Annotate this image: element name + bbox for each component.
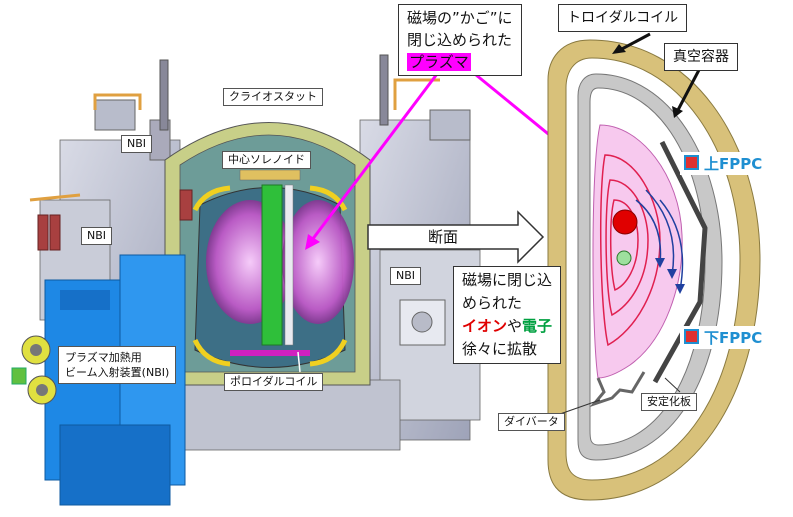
lower-fppc-marker [684,329,699,344]
central-solenoid-label: 中心ソレノイド [222,151,311,169]
lower-fppc-label: 下FPPC [680,326,767,349]
cryostat-label: クライオスタット [223,88,323,106]
nbi-device-line1: プラズマ加熱用 [65,351,142,364]
diffusion-callout: 磁場に閉じ込 められた イオンや電子 徐々に拡散 [453,266,562,364]
nbi-device-line2: ビーム入射装置(NBI) [65,366,170,379]
plasma-cage-callout: 磁場の”かご”に 閉じ込められた プラズマ [398,4,522,76]
and-text: や [507,317,523,335]
cross-section-arrow [367,210,545,264]
ions-text: イオン [462,317,508,335]
cross-section-diagram [547,32,761,501]
nbi-label-1: NBI [121,135,153,153]
lower-fppc-text: 下FPPC [704,329,763,347]
nbi-device-label: プラズマ加熱用 ビーム入射装置(NBI) [58,346,177,384]
electron-dot [616,250,632,266]
confined-line1: 磁場に閉じ込 [462,271,553,289]
upper-fppc-text: 上FPPC [704,155,763,173]
nbi-label-3: NBI [390,267,422,285]
poloidal-coil-label: ポロイダルコイル [224,373,324,391]
confined-line2: められた [462,294,523,312]
cross-section-label: 断面 [428,228,459,246]
diffusion-text: 徐々に拡散 [462,340,538,358]
ion-dot [612,209,638,235]
divertor-label: ダイバータ [498,413,565,431]
toroidal-coil-label: トロイダルコイル [558,4,688,32]
upper-fppc-marker [684,155,699,170]
plasma-cage-line2: 閉じ込められた [407,31,513,49]
stabilizer-label: 安定化板 [641,393,697,411]
poloidal-coil-pointer [297,351,301,373]
upper-fppc-label: 上FPPC [680,152,767,175]
plasma-highlight: プラズマ [407,53,471,71]
vacuum-vessel-label: 真空容器 [664,43,738,71]
nbi-label-2: NBI [81,227,113,245]
electrons-text: 電子 [522,317,553,335]
plasma-cage-line1: 磁場の”かご”に [407,9,513,27]
